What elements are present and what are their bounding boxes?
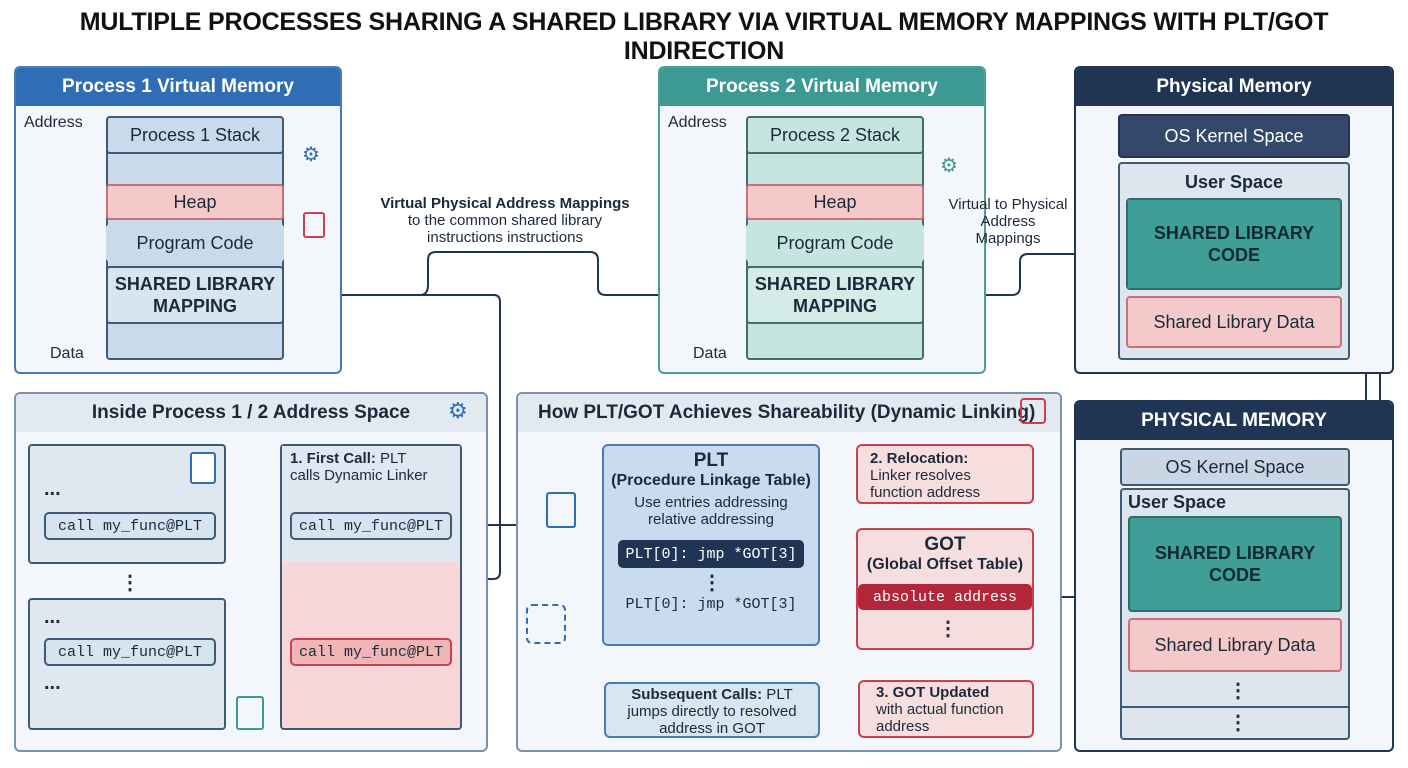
physical2-vdots-2: ⋮ <box>1228 712 1248 734</box>
call-line-1: call my_func@PLT <box>44 512 216 540</box>
document-icon <box>190 452 216 484</box>
circuit-icon <box>526 604 566 644</box>
p1-heap: Heap <box>106 184 284 220</box>
physical1-kernel: OS Kernel Space <box>1118 114 1350 158</box>
code-dots-2: ... <box>44 606 61 628</box>
p2-heap: Heap <box>746 184 924 220</box>
code-dots-1: ... <box>44 478 61 500</box>
relocation-line2: Linker resolves <box>870 467 971 484</box>
mapping-note2-line1: Virtual to Physical <box>948 196 1068 213</box>
code-dots-3: ... <box>44 672 61 694</box>
plt-entry-1: PLT[0]: jmp *GOT[3] <box>618 540 804 568</box>
mapping-arrow-p1-p2 <box>284 251 730 303</box>
relocation-bold: 2. Relocation: <box>870 450 969 467</box>
relocation-note: 2. Relocation: Linker resolves function … <box>870 450 1030 501</box>
got-updated-box <box>858 680 1034 738</box>
mapping-note-line3: instructions instructions <box>427 229 583 246</box>
plt-title: PLT <box>693 450 729 471</box>
chip-icon <box>1020 398 1046 424</box>
relocation-box <box>856 444 1034 504</box>
linker-top <box>282 446 460 562</box>
subsequent-bold: Subsequent Calls: <box>631 686 763 703</box>
physical2-shared-data: Shared Library Data <box>1128 618 1342 672</box>
physical2-shared-code: SHARED LIBRARY CODE <box>1128 516 1342 612</box>
physical1-user-label: User Space <box>1184 172 1284 192</box>
subsequent-line3: address in GOT <box>659 720 765 737</box>
subsequent-note: Subsequent Calls: PLT jumps directly to … <box>604 686 820 737</box>
p2-stack: Process 2 Stack <box>746 116 924 154</box>
plt-vdots: ⋮ <box>702 572 722 594</box>
call-line-2: call my_func@PLT <box>44 638 216 666</box>
plt-desc-line1: Use entries addressing <box>634 494 788 511</box>
plt-desc-line2: relative addressing <box>648 511 774 528</box>
plt-got-header: How PLT/GOT Achieves Shareability (Dynam… <box>518 394 1060 432</box>
code-vdots: ⋮ <box>120 572 140 594</box>
p1-address-label: Address <box>24 114 83 131</box>
subsequent-rest: PLT <box>762 686 793 703</box>
got-updated-bold: 3. GOT Updated <box>876 684 990 701</box>
page-title: MULTIPLE PROCESSES SHARING A SHARED LIBR… <box>79 8 1329 65</box>
got-updated-line2: with actual function <box>876 701 1004 718</box>
process1-header: Process 1 Virtual Memory <box>16 68 340 106</box>
p2-address-label: Address <box>668 114 727 131</box>
first-call-rest: PLT <box>375 450 407 467</box>
mapping-note2-line3: Mappings <box>975 230 1041 247</box>
p2-data-label: Data <box>693 345 727 362</box>
plt-desc: Use entries addressing relative addressi… <box>602 494 820 528</box>
got-updated-note: 3. GOT Updated with actual function addr… <box>876 684 1034 735</box>
linker-call-1: call my_func@PLT <box>290 512 452 540</box>
first-call-line2: calls Dynamic Linker <box>290 467 428 484</box>
p1-program-code: Program Code <box>106 224 284 262</box>
gear-icon: ⚙ <box>448 398 468 423</box>
plt-entry-2: PLT[0]: jmp *GOT[3] <box>625 596 797 613</box>
subsequent-line2: jumps directly to resolved <box>627 703 797 720</box>
mapping-note2: Virtual to Physical Address Mappings <box>938 196 1078 247</box>
relocation-line3: function address <box>870 484 981 501</box>
physical2-user-label: User Space <box>1128 492 1227 512</box>
mapping-note-title: Virtual Physical Address Mappings <box>380 195 630 212</box>
p1-data-label: Data <box>50 345 84 362</box>
inside-header: Inside Process 1 / 2 Address Space <box>16 394 486 432</box>
p1-shared-mapping: SHARED LIBRARY MAPPING <box>106 266 284 324</box>
got-updated-line3: address <box>876 718 930 735</box>
mapping-note-line2: to the common shared library <box>407 212 603 229</box>
first-call-note: 1. First Call: PLT calls Dynamic Linker <box>290 450 460 484</box>
process2-header: Process 2 Virtual Memory <box>660 68 984 106</box>
got-entry: absolute address <box>858 584 1032 610</box>
gear-icon: ⚙ <box>302 144 320 166</box>
plt-subtitle: (Procedure Linkage Table) <box>611 472 811 489</box>
physical2-divider <box>1120 706 1350 708</box>
physical2-header: PHYSICAL MEMORY <box>1076 402 1392 440</box>
got-subtitle: (Global Offset Table) <box>866 556 1024 573</box>
document-icon <box>303 212 325 238</box>
server-icon <box>236 696 264 730</box>
mapping-arrow-p2-phys <box>924 246 1106 296</box>
got-title: GOT <box>924 534 966 555</box>
physical1-shared-data: Shared Library Data <box>1126 296 1342 348</box>
linker-call-2: call my_func@PLT <box>290 638 452 666</box>
gear-icon: ⚙ <box>940 155 958 177</box>
subsequent-box <box>604 682 820 738</box>
search-document-icon <box>546 492 576 528</box>
physical2-vdots-1: ⋮ <box>1228 680 1248 702</box>
physical1-shared-code: SHARED LIBRARY CODE <box>1126 198 1342 290</box>
first-call-bold: 1. First Call: <box>290 450 376 467</box>
p2-shared-mapping: SHARED LIBRARY MAPPING <box>746 266 924 324</box>
physical2-kernel: OS Kernel Space <box>1120 448 1350 486</box>
mapping-note2-line2: Address <box>980 213 1036 230</box>
p1-stack: Process 1 Stack <box>106 116 284 154</box>
physical1-header: Physical Memory <box>1076 68 1392 106</box>
got-vdots: ⋮ <box>938 618 958 640</box>
p2-program-code: Program Code <box>746 224 924 262</box>
mapping-note: Virtual Physical Address Mappings to the… <box>360 195 650 246</box>
